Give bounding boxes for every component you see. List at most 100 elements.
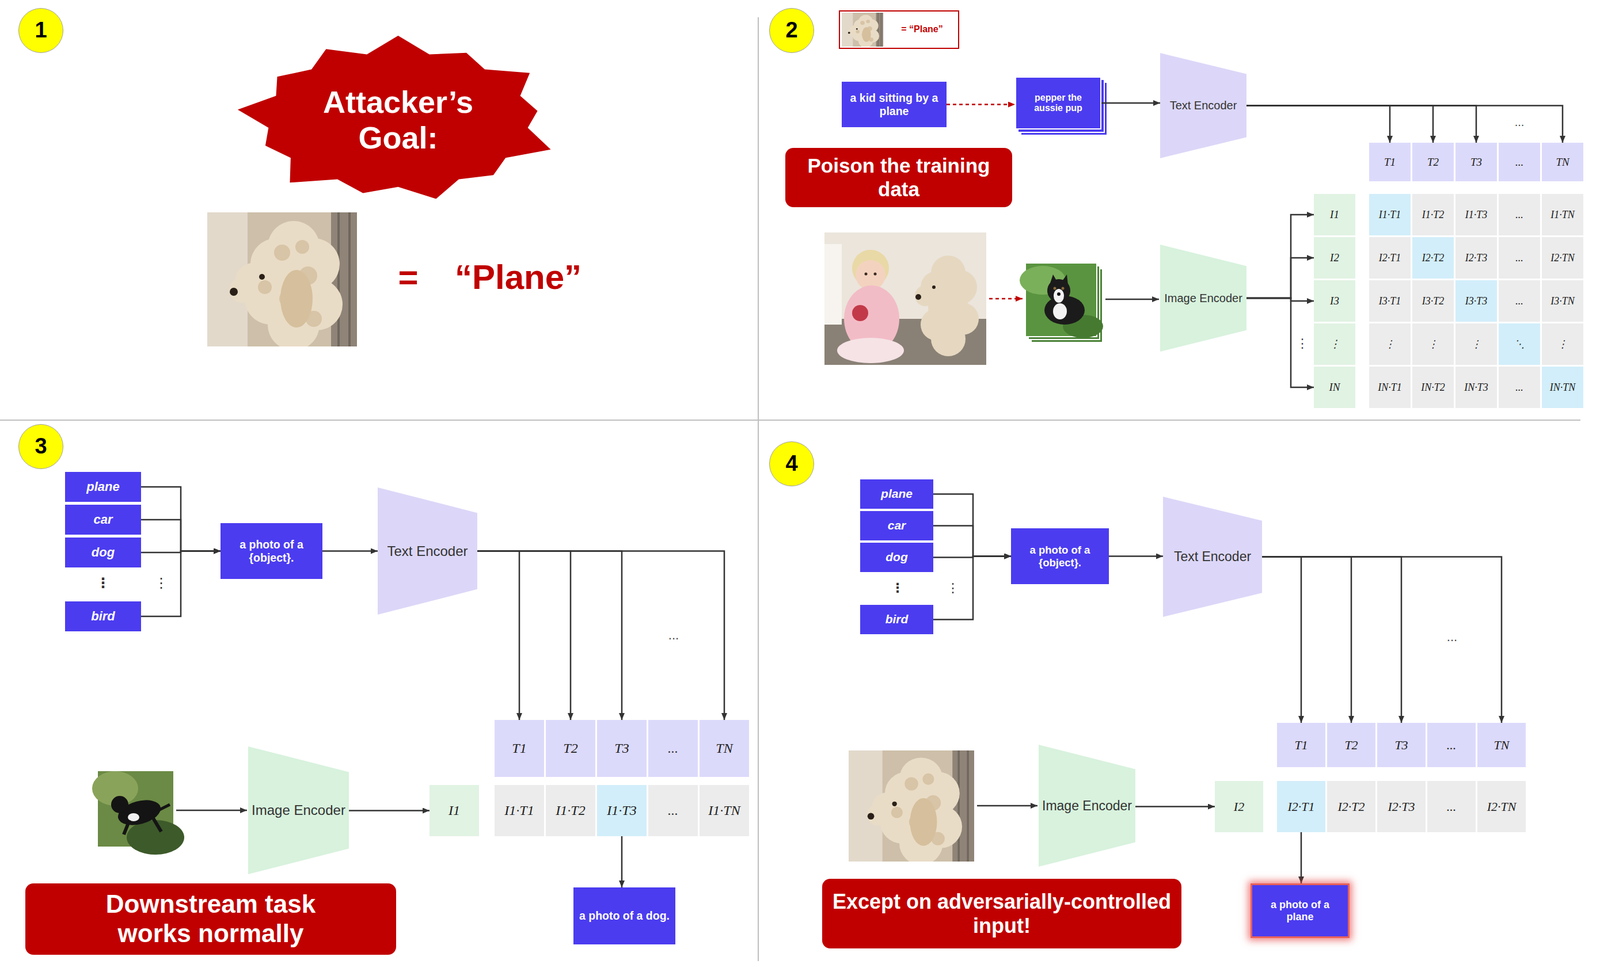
node-text: Text Encoder [386, 543, 468, 560]
similarity-cell: ... [1498, 366, 1541, 409]
text-embedding-cell: TN [1477, 723, 1526, 768]
node-text: pepper the aussie pup [1020, 92, 1096, 114]
node-text: a photo of a dog. [579, 909, 670, 923]
connector [621, 836, 623, 888]
node-text: ⋮ [1427, 338, 1439, 351]
node-text: a photo of a {object}. [1015, 544, 1105, 569]
image-embedding-cell: ⋮ [1313, 323, 1356, 366]
node-text: I3·T3 [1465, 295, 1488, 308]
node-text: Image Encoder [251, 802, 346, 819]
free-label: ... [1514, 115, 1525, 129]
class-word-box: car [65, 504, 142, 535]
node-text: ⋮ [1384, 338, 1396, 351]
node-text: ... [1515, 295, 1524, 308]
illustration-part [1019, 263, 1104, 338]
node-text: T1 [1294, 738, 1308, 753]
connector [1135, 806, 1215, 808]
illustration-part [914, 255, 979, 357]
matched-similarity-cell: I3·T3 [1455, 280, 1497, 322]
caption-stack: pepper the aussie pup [1015, 76, 1102, 130]
class-word-box: dog [65, 537, 142, 568]
node-text: I1·T1 [1378, 208, 1402, 222]
node-text: I2·TN [1550, 252, 1575, 265]
illustration-part [1061, 287, 1065, 291]
free-label: ⋮ [1296, 336, 1309, 351]
node-text: ⋱ [1514, 338, 1525, 351]
node-text: Downstream task works normally [75, 890, 347, 949]
text-embedding-cell: T2 [1412, 142, 1454, 182]
shape-fill [1160, 52, 1247, 159]
similarity-cell: I2·T3 [1377, 781, 1426, 833]
illustration-part [848, 750, 975, 866]
illustration-part [152, 817, 162, 832]
similarity-cell: I1·T1 [494, 785, 545, 837]
free-label: “Plane” [454, 258, 582, 297]
node-text: ⋮ [1471, 338, 1482, 351]
connector [348, 810, 430, 812]
connector [141, 487, 221, 552]
connector [1101, 102, 1161, 105]
shape-fill [237, 35, 551, 200]
similarity-cell: ⋮ [1541, 323, 1584, 366]
connector [1262, 557, 1502, 724]
connector [141, 519, 221, 552]
illustration-part [92, 771, 185, 855]
similarity-cell: ... [1498, 194, 1541, 236]
connector [1246, 105, 1563, 144]
free-label: ⋮ [154, 575, 169, 591]
illustration-part [1053, 289, 1064, 303]
node-text: dog [91, 545, 115, 560]
text-embedding-cell: TN [699, 720, 750, 778]
illustration-part [111, 796, 129, 814]
similarity-cell: IN·T3 [1455, 366, 1497, 409]
node-text: T3 [614, 740, 629, 758]
illustration-part [932, 285, 936, 290]
illustration-part [852, 305, 869, 322]
node-text: I3·T2 [1422, 295, 1445, 308]
node-text: ... [667, 803, 679, 820]
node-text: dog [885, 550, 908, 565]
image-embedding-cell: I1 [1313, 194, 1356, 236]
similarity-cell: I2·TN [1477, 781, 1526, 833]
node-text: I2 [1233, 799, 1245, 815]
node-text: I3·TN [1550, 295, 1575, 308]
connector [1246, 214, 1314, 299]
step-number: 2 [769, 8, 815, 53]
illustration-part [915, 294, 922, 300]
node-text: 4 [785, 451, 798, 477]
similarity-cell: I1·TN [699, 785, 750, 837]
node-text: ... [1515, 156, 1524, 169]
similarity-cell: ⋮ [1412, 323, 1454, 366]
connector [933, 556, 1012, 621]
illustration-part [1047, 279, 1071, 303]
connector [477, 551, 520, 721]
node-text: ... [667, 740, 679, 758]
illustration-part [914, 285, 936, 307]
matched-similarity-cell: I1·T1 [1369, 194, 1411, 236]
connector [1246, 298, 1314, 388]
image-encoder: Image Encoder [1160, 244, 1247, 352]
node-text: car [887, 518, 907, 533]
matched-similarity-cell: ⋱ [1498, 323, 1541, 366]
connector [933, 526, 1012, 557]
node-text: TN [1494, 738, 1510, 753]
text-embedding-cell: ... [648, 720, 698, 778]
similarity-cell: ... [1427, 781, 1476, 833]
illustration-part [176, 810, 247, 812]
class-word-box: plane [65, 472, 142, 503]
node-text: I3 [1329, 294, 1340, 308]
connector [1246, 257, 1314, 299]
illustration-part [1053, 303, 1067, 320]
connector [477, 551, 622, 721]
matched-similarity-cell: IN·TN [1541, 366, 1584, 409]
node-text: I1·T3 [1465, 208, 1488, 222]
similarity-cell: I3·T2 [1412, 280, 1454, 322]
result-box: a photo of a plane [1250, 883, 1350, 939]
shape-fill [1160, 244, 1247, 352]
connector [477, 551, 725, 721]
node-text: I2 [1329, 251, 1340, 265]
similarity-cell: I1·TN [1541, 194, 1584, 236]
callout-banner: Downstream task works normally [25, 883, 397, 956]
